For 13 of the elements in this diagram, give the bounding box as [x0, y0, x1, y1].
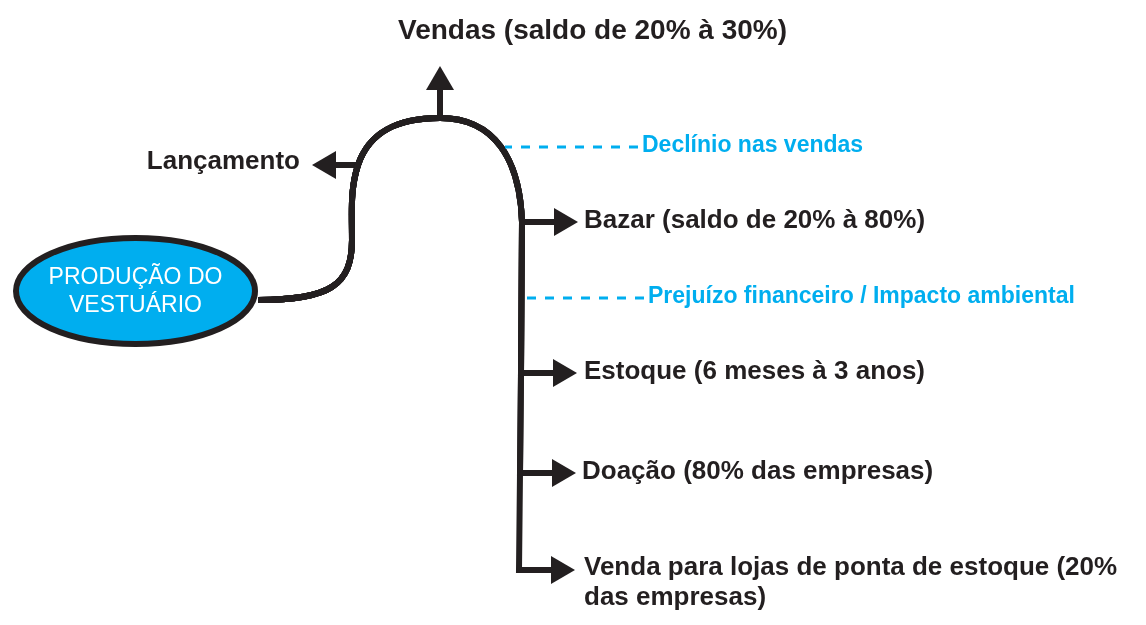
stage-label: Estoque (6 meses à 3 anos) — [584, 356, 1004, 386]
stage-label: Vendas (saldo de 20% à 30%) — [398, 14, 828, 47]
annotation-text: Declínio nas vendas — [642, 131, 942, 158]
stage-label: Bazar (saldo de 20% à 80%) — [584, 205, 1004, 235]
stage-label: Lançamento — [110, 146, 300, 176]
ellipse-node — [13, 235, 258, 347]
leader-line — [527, 296, 644, 300]
stage-label: Venda para lojas de ponta de estoque (20% das empresas) — [584, 552, 1129, 612]
stage-label: Doação (80% das empresas) — [582, 456, 1012, 486]
annotation-text: Prejuízo financeiro / Impacto ambiental — [648, 282, 1146, 309]
arrow — [257, 115, 575, 584]
leader-line — [505, 145, 638, 149]
node-label: PRODUÇÃO DO VESTUÁRIO — [47, 263, 224, 319]
